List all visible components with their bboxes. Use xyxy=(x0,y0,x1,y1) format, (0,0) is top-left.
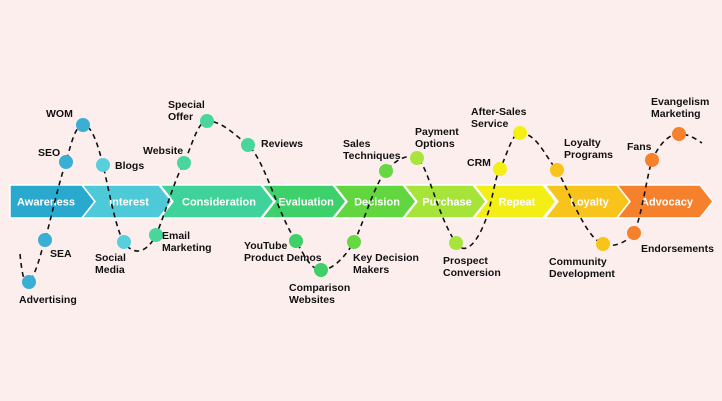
touchpoint-dot-endorsements xyxy=(627,226,641,240)
touchpoint-dot-social-media xyxy=(117,235,131,249)
touchpoint-dot-sea xyxy=(38,233,52,247)
touchpoint-dot-advertising xyxy=(22,275,36,289)
stage-chevron-decision xyxy=(332,184,417,219)
stage-label-evaluation: Evaluation xyxy=(278,197,334,209)
touchpoint-label-blogs: Blogs xyxy=(115,160,144,172)
touchpoint-dot-prospect-conversion xyxy=(449,236,463,250)
stage-label-advocacy: Advocacy xyxy=(641,197,694,209)
touchpoint-dot-loyalty-programs xyxy=(550,163,564,177)
stage-chevron-consideration xyxy=(158,184,275,219)
touchpoint-dot-blogs xyxy=(96,158,110,172)
stage-label-loyalty: Loyalty xyxy=(570,197,609,209)
touchpoint-label-fans: Fans xyxy=(627,141,652,153)
touchpoint-dot-seo xyxy=(59,155,73,169)
stage-chevron-evaluation xyxy=(260,184,347,219)
touchpoint-dot-after-sales-service xyxy=(513,126,527,140)
touchpoint-dot-email-marketing xyxy=(149,228,163,242)
touchpoint-label-crm: CRM xyxy=(467,157,491,169)
touchpoint-dot-evangelism-marketing xyxy=(672,127,686,141)
touchpoint-label-reviews: Reviews xyxy=(261,138,303,150)
stage-chevron-repeat xyxy=(472,184,557,219)
touchpoint-dot-website xyxy=(177,156,191,170)
stage-chevron-interest xyxy=(80,184,173,219)
stage-label-interest: Interest xyxy=(109,197,149,209)
touchpoint-label-wom: WOM xyxy=(46,108,73,120)
touchpoint-label-website: Website xyxy=(143,145,183,157)
touchpoint-dot-comparison-websites xyxy=(314,263,328,277)
touchpoint-label-sea: SEA xyxy=(50,248,72,260)
stage-label-purchase: Purchase xyxy=(422,197,472,209)
touchpoint-dots xyxy=(22,114,686,289)
stage-chevrons: Awareness Interest Consideration Evaluation… xyxy=(9,184,714,219)
stage-label-consideration: Consideration xyxy=(182,197,256,209)
touchpoint-dot-youtube-product-demos xyxy=(289,234,303,248)
touchpoint-dot-fans xyxy=(645,153,659,167)
touchpoint-label-endorsements: Endorsements xyxy=(641,243,714,255)
stage-label-decision: Decision xyxy=(354,197,400,209)
touchpoint-dot-key-decision-makers xyxy=(347,235,361,249)
stage-label-awareness: Awareness xyxy=(17,197,75,209)
touchpoint-label-seo: SEO xyxy=(38,147,60,159)
touchpoint-dot-crm xyxy=(493,162,507,176)
stage-label-repeat: Repeat xyxy=(499,197,536,209)
stage-chevron-purchase xyxy=(402,184,487,219)
touchpoint-dot-sales-techniques xyxy=(379,164,393,178)
touchpoint-dot-reviews xyxy=(241,138,255,152)
touchpoint-dot-wom xyxy=(76,118,90,132)
touchpoint-dot-community-development xyxy=(596,237,610,251)
touchpoint-dot-payment-options xyxy=(410,151,424,165)
touchpoint-dot-special-offer xyxy=(200,114,214,128)
touchpoint-label-advertising: Advertising xyxy=(19,294,77,306)
